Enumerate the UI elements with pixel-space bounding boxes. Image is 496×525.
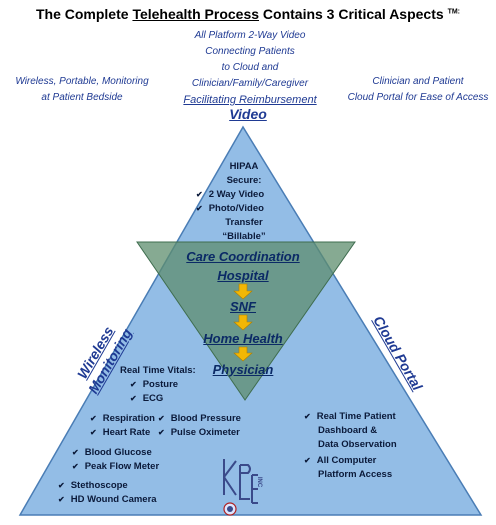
list-item: Blood Glucose — [72, 446, 159, 460]
care-coordination-heading: Care Coordination — [186, 249, 300, 264]
video-heading: Video — [229, 106, 267, 122]
cloud-item-access: ✔All Computer Platform Access — [304, 455, 393, 480]
step-physician: Physician — [212, 362, 274, 377]
list-item: Heart Rate — [90, 426, 155, 440]
logo-inc: INC — [256, 476, 263, 488]
arrow-snf-homehealth — [233, 314, 253, 331]
vitals-list: Posture ECG — [130, 378, 178, 406]
company-logo: INC — [218, 455, 262, 519]
vitals-more-1: Blood Glucose Peak Flow Meter — [72, 446, 159, 474]
video-checklist: 2 Way Video Photo/Video — [196, 188, 306, 216]
arrow-hospital-snf — [233, 283, 253, 300]
list-item: Respiration — [90, 412, 155, 426]
list-item: Peak Flow Meter — [72, 460, 159, 474]
video-billable: Transfer “Billable” — [222, 217, 266, 242]
page-title: The Complete Telehealth Process Contains… — [35, 6, 461, 22]
list-item: ECG — [130, 392, 178, 406]
cloud-item-dashboard: ✔Real Time Patient Dashboard & Data Obse… — [304, 411, 397, 450]
vitals-col2: Blood Pressure Pulse Oximeter — [158, 412, 241, 440]
list-item: Stethoscope — [58, 479, 157, 493]
vitals-title: Real Time Vitals: — [120, 365, 196, 376]
step-home-health: Home Health — [203, 331, 283, 346]
list-item: Photo/Video — [196, 202, 306, 216]
list-item: HD Wound Camera — [58, 493, 157, 507]
list-item: Blood Pressure — [158, 412, 241, 426]
video-details: HIPAA Secure: — [226, 161, 262, 186]
step-snf: SNF — [230, 299, 256, 314]
list-item: 2 Way Video — [196, 188, 306, 202]
arrow-homehealth-physician — [233, 346, 253, 362]
step-hospital: Hospital — [217, 268, 269, 283]
vitals-more-2: Stethoscope HD Wound Camera — [58, 479, 157, 507]
wireless-description: Wireless, Portable, Monitoring at Patien… — [15, 76, 149, 103]
vitals-col1: Respiration Heart Rate — [90, 412, 155, 440]
list-item: Posture — [130, 378, 178, 392]
video-description: All Platform 2-Way Video Connecting Pati… — [183, 30, 317, 106]
list-item: Pulse Oximeter — [158, 426, 241, 440]
cloud-description: Clinician and Patient Cloud Portal for E… — [347, 76, 489, 103]
